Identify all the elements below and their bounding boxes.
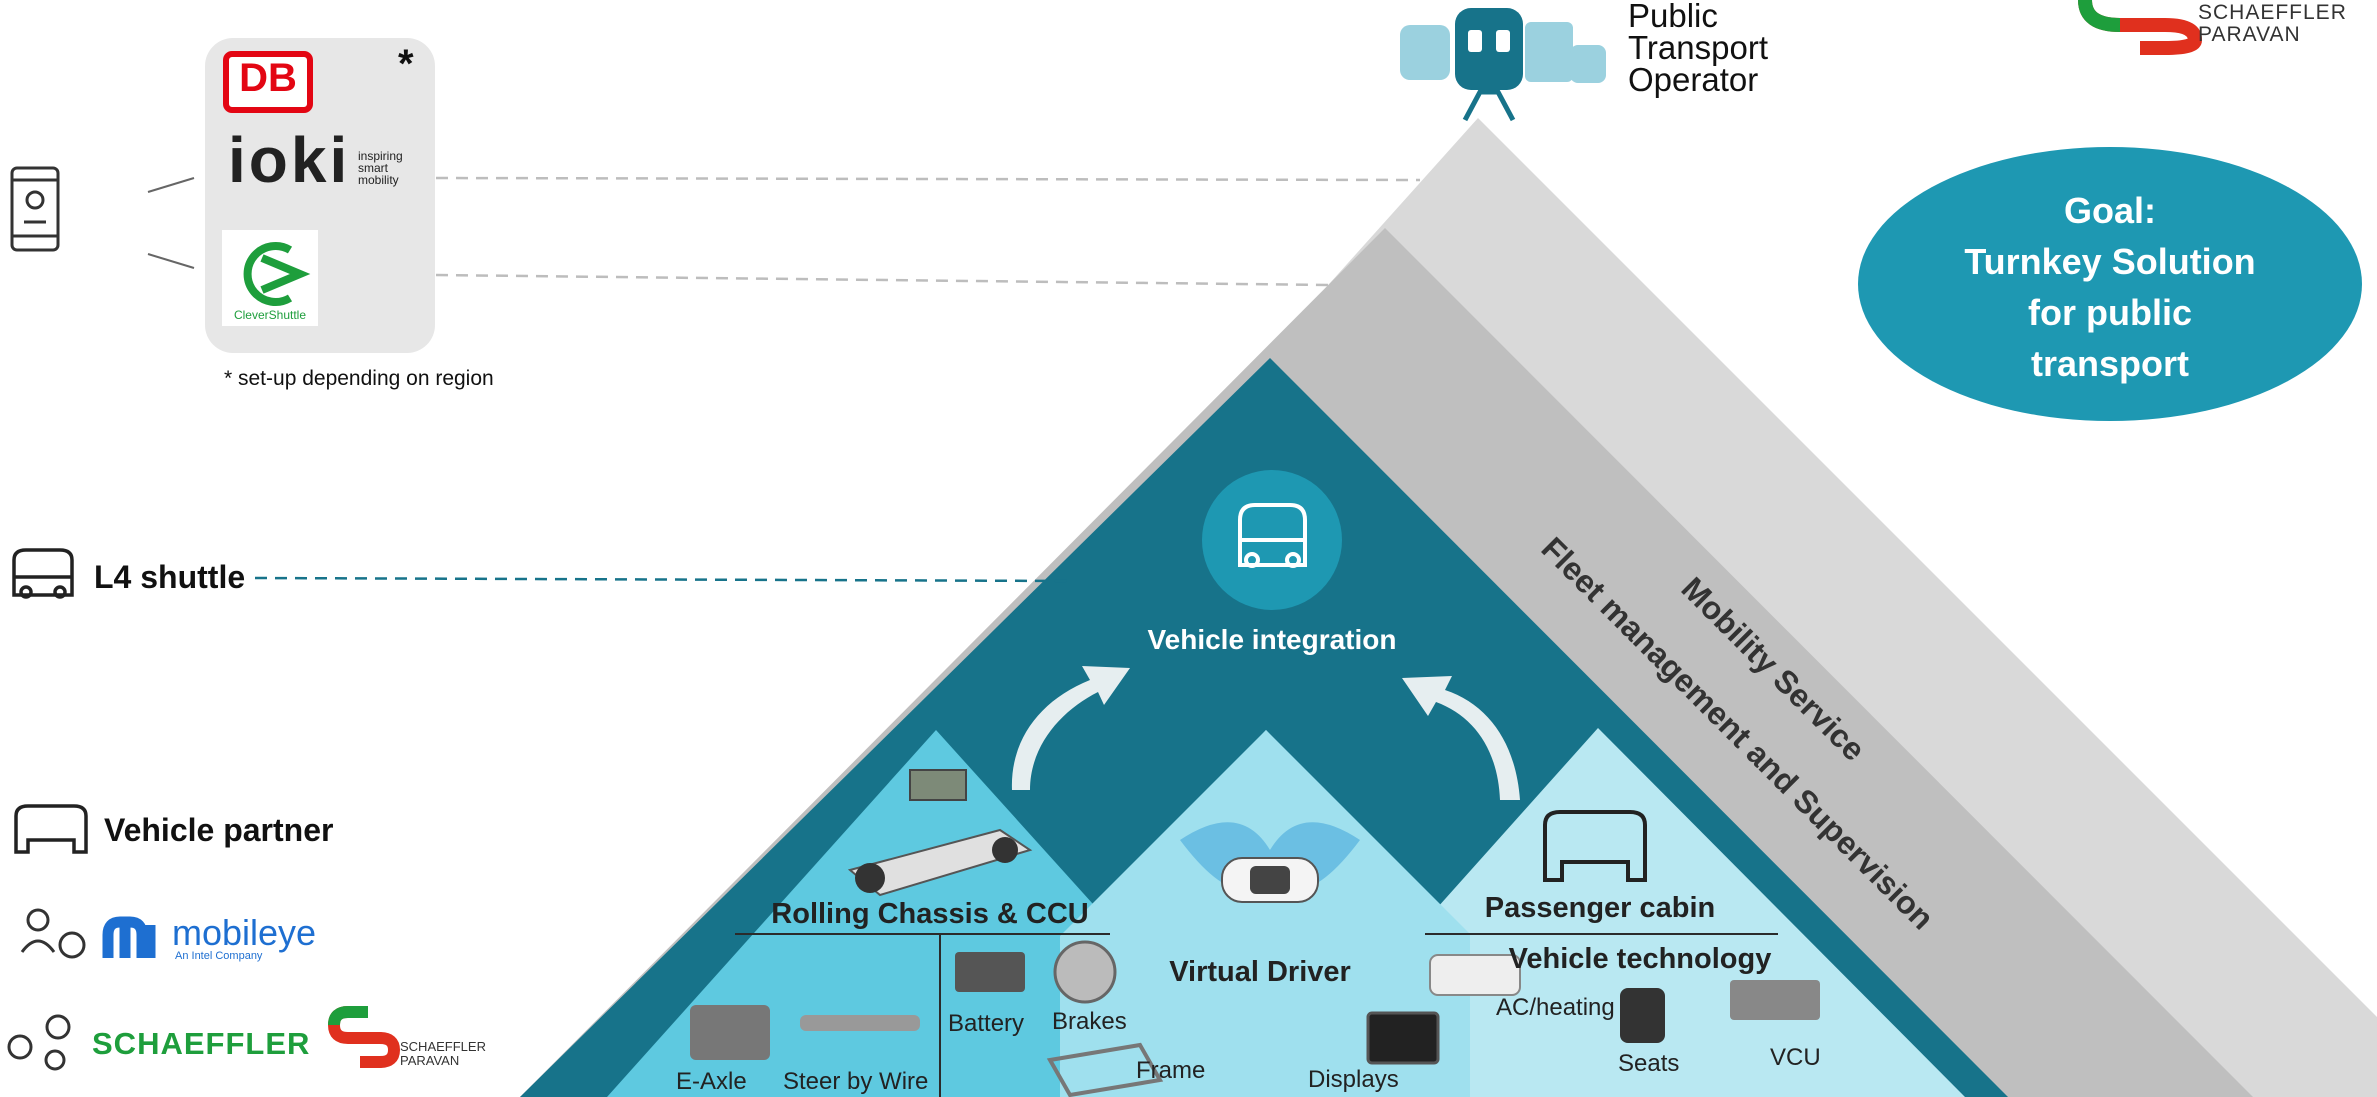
- mobileye-logo: mobileye: [172, 912, 317, 953]
- db-logo: DB: [239, 56, 297, 100]
- clevershuttle-logo: CleverShuttle: [233, 308, 307, 322]
- ac-heating-label: AC/heating: [1496, 994, 1615, 1021]
- goal-line-3: for public: [2028, 292, 2192, 333]
- ioki-tagline-1: inspiring: [358, 149, 403, 163]
- battery-label: Battery: [948, 1010, 1025, 1037]
- displays-image: [1366, 1011, 1440, 1065]
- schaeffler-logo: SCHAEFFLER: [92, 1026, 311, 1061]
- virtual-driver-label: Virtual Driver: [1169, 956, 1351, 988]
- phone-connector-2: [147, 253, 195, 269]
- goal-text: Goal: Turnkey Solution for public transp…: [1880, 185, 2340, 389]
- vcu-image: [1730, 980, 1820, 1020]
- ioki-tagline: inspiring smart mobility: [358, 150, 403, 186]
- mobileye-subtitle: An Intel Company: [175, 950, 263, 962]
- e-axle-label: E-Axle: [676, 1068, 747, 1095]
- frame-label: Frame: [1136, 1057, 1206, 1084]
- sp-line-1: SCHAEFFLER: [400, 1039, 486, 1054]
- goal-ellipse: [1858, 147, 2362, 421]
- partners-footnote: * set-up depending on region: [224, 367, 494, 390]
- operator-line-1: Public: [1628, 0, 1718, 34]
- rolling-chassis-label: Rolling Chassis & CCU: [771, 898, 1089, 930]
- schaeffler-paravan-logo-bottom-text: SCHAEFFLER PARAVAN: [400, 1040, 486, 1068]
- dashed-connector-l4: [254, 576, 1071, 583]
- gears-icon: [7, 1014, 71, 1071]
- displays-label: Displays: [1308, 1066, 1399, 1093]
- passenger-cabin-icon: [1543, 810, 1647, 882]
- db-logo-box: [223, 51, 313, 113]
- e-axle-image: [690, 1005, 770, 1060]
- arrow-right: [1402, 676, 1520, 800]
- schaeffler-paravan-logo-text: SCHAEFFLER PARAVAN: [2198, 2, 2347, 46]
- dashed-connector-ioki: [435, 176, 1421, 182]
- vcu-label: VCU: [1770, 1044, 1821, 1071]
- shuttle-icon: [1238, 503, 1307, 568]
- goal-line-4: transport: [2030, 343, 2189, 384]
- ioki-logo: ioki: [228, 124, 351, 196]
- partners-asterisk: *: [398, 42, 414, 86]
- ac-heating-image: [1429, 954, 1521, 996]
- brakes-label: Brakes: [1052, 1008, 1127, 1035]
- sp-line-2: PARAVAN: [400, 1053, 460, 1068]
- brakes-image: [1053, 940, 1117, 1004]
- schaeffler-paravan-logo-bottom: [327, 1006, 401, 1068]
- steer-by-wire-label: Steer by Wire: [783, 1068, 929, 1095]
- goal-line-2: Turnkey Solution: [1964, 241, 2256, 282]
- seats-label: Seats: [1618, 1050, 1680, 1077]
- driver-icon: [20, 908, 86, 959]
- dashed-connector-clevershuttle: [435, 273, 1331, 287]
- seats-image: [1620, 988, 1665, 1043]
- arrow-left: [1011, 666, 1130, 790]
- logo-text-line-1: SCHAEFFLER: [2198, 1, 2347, 24]
- l4-shuttle-label: L4 shuttle: [94, 559, 246, 595]
- operator-line-2: Transport: [1628, 29, 1768, 66]
- clevershuttle-icon: [243, 242, 311, 306]
- operator-line-3: Operator: [1628, 61, 1759, 98]
- vehicle-partner-icon: [14, 804, 88, 854]
- virtual-driver-inner: [1100, 730, 1430, 1097]
- public-transport-operator-label: Public Transport Operator: [1628, 0, 1768, 96]
- battery-image: [955, 952, 1025, 992]
- vehicle-integration-label: Vehicle integration: [1147, 624, 1397, 655]
- mobileye-logo-mark: [102, 916, 156, 958]
- passenger-cabin-label: Passenger cabin: [1484, 892, 1716, 924]
- vehicle-partner-label: Vehicle partner: [104, 812, 334, 848]
- goal-line-1: Goal:: [2063, 190, 2156, 231]
- vehicle-technology-label: Vehicle technology: [1508, 943, 1772, 975]
- frame-image: [1046, 1042, 1164, 1097]
- ioki-tagline-3: mobility: [358, 173, 399, 187]
- logo-text-line-2: PARAVAN: [2198, 23, 2301, 46]
- rolling-chassis-image: [847, 769, 1033, 897]
- ioki-tagline-2: smart: [358, 161, 388, 175]
- public-transport-icon: [1400, 8, 1606, 122]
- phone-connector-1: [147, 177, 195, 193]
- phone-icon: [10, 166, 60, 252]
- steer-by-wire-image: [800, 1015, 920, 1031]
- l4-shuttle-icon: [12, 548, 74, 599]
- virtual-driver-car-icon: [1180, 822, 1360, 903]
